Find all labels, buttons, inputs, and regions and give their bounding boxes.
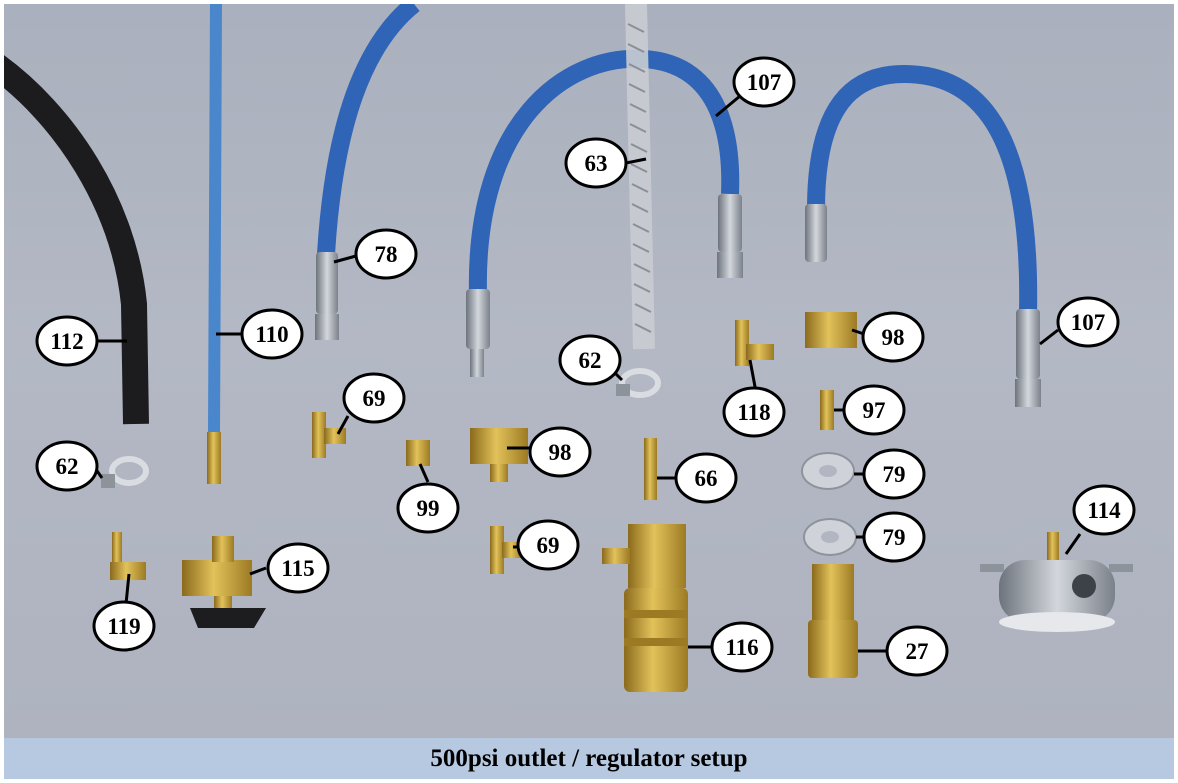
clear-hose-spiral <box>627 23 652 333</box>
callout-98-lower: 98 <box>528 426 592 478</box>
barb-elbow-119 <box>110 532 146 580</box>
coupler-99 <box>406 440 430 466</box>
callout-97: 97 <box>842 384 906 436</box>
callout-78: 78 <box>354 228 418 280</box>
svg-text:78: 78 <box>375 242 398 267</box>
callout-69-lower: 69 <box>516 519 580 571</box>
svg-text:119: 119 <box>107 614 140 639</box>
middle-hose-fitting-left <box>470 349 484 377</box>
callout-79-upper: 79 <box>862 448 926 500</box>
svg-text:98: 98 <box>882 325 905 350</box>
callout-119: 119 <box>92 600 156 652</box>
svg-text:27: 27 <box>906 639 929 664</box>
callout-99: 99 <box>396 482 460 534</box>
svg-text:98: 98 <box>549 440 572 465</box>
svg-text:107: 107 <box>1071 310 1106 335</box>
svg-text:62: 62 <box>579 348 602 373</box>
thin-blue-hose <box>208 4 222 435</box>
middle-hose-ferrule-left <box>466 289 490 349</box>
svg-text:62: 62 <box>56 454 79 479</box>
callout-layer: 112 110 78 107 63 107 62 118 98 97 69 99… <box>35 56 1136 677</box>
svg-text:110: 110 <box>255 322 288 347</box>
blue-hose-78 <box>317 4 420 255</box>
nipple-97 <box>820 390 834 430</box>
callout-115: 115 <box>266 542 330 594</box>
svg-text:63: 63 <box>585 151 608 176</box>
blue-loop-hose-right <box>807 64 1038 315</box>
photo-frame: 112 110 78 107 63 107 62 118 98 97 69 99… <box>4 4 1174 779</box>
callout-114: 114 <box>1072 484 1136 536</box>
elbow-fitting-118 <box>735 320 774 366</box>
middle-hose-nut-right <box>717 252 743 278</box>
svg-text:115: 115 <box>281 556 314 581</box>
black-hose <box>4 55 149 425</box>
svg-text:69: 69 <box>363 386 386 411</box>
middle-hose-ferrule-right <box>718 194 742 252</box>
svg-text:114: 114 <box>1087 498 1121 523</box>
callout-79-lower: 79 <box>862 511 926 563</box>
tee-fitting-98-upper <box>805 312 857 348</box>
svg-text:107: 107 <box>747 70 782 95</box>
svg-text:97: 97 <box>863 398 886 423</box>
regulator-116 <box>602 524 688 692</box>
callout-66: 66 <box>674 452 738 504</box>
right-hose-ferrule-right <box>1016 309 1040 379</box>
tee-fitting-98-lower <box>470 428 528 482</box>
callout-62-upper: 62 <box>558 334 622 386</box>
svg-text:79: 79 <box>883 525 906 550</box>
hose-barb-66 <box>644 438 657 500</box>
hose-78-ferrule <box>316 252 338 314</box>
right-hose-nut-right <box>1015 379 1041 407</box>
callout-62-lower: 62 <box>35 440 99 492</box>
svg-text:66: 66 <box>695 466 718 491</box>
svg-text:116: 116 <box>725 635 758 660</box>
parts-illustration <box>4 4 1133 692</box>
blue-loop-hose-middle <box>468 49 740 295</box>
hose-clamp-upper <box>616 368 661 398</box>
callout-27: 27 <box>885 625 949 677</box>
valve-115 <box>182 536 266 628</box>
svg-text:118: 118 <box>737 400 770 425</box>
callout-107-middle: 107 <box>732 56 796 108</box>
callout-112: 112 <box>35 315 99 367</box>
quick-coupler-27 <box>808 564 858 678</box>
callout-107-right: 107 <box>1056 296 1120 348</box>
svg-text:79: 79 <box>883 462 906 487</box>
parts-photo: 112 110 78 107 63 107 62 118 98 97 69 99… <box>4 4 1174 738</box>
hose-clamp-lower <box>101 456 149 488</box>
pressure-gauge-114 <box>980 532 1133 632</box>
svg-text:99: 99 <box>417 496 440 521</box>
clear-hose <box>625 4 655 350</box>
svg-text:69: 69 <box>537 533 560 558</box>
right-hose-ferrule-left <box>805 204 827 262</box>
thin-hose-fitting <box>207 432 221 484</box>
photo-caption: 500psi outlet / regulator setup <box>4 738 1174 779</box>
svg-text:112: 112 <box>50 329 83 354</box>
callout-118: 118 <box>722 386 786 438</box>
hose-78-nut <box>315 314 339 340</box>
callout-69-upper: 69 <box>342 372 406 424</box>
callout-116: 116 <box>710 621 774 673</box>
washer-79-upper <box>801 452 855 490</box>
callout-63: 63 <box>564 137 628 189</box>
callout-98-upper: 98 <box>861 311 925 363</box>
callout-110: 110 <box>240 308 304 360</box>
